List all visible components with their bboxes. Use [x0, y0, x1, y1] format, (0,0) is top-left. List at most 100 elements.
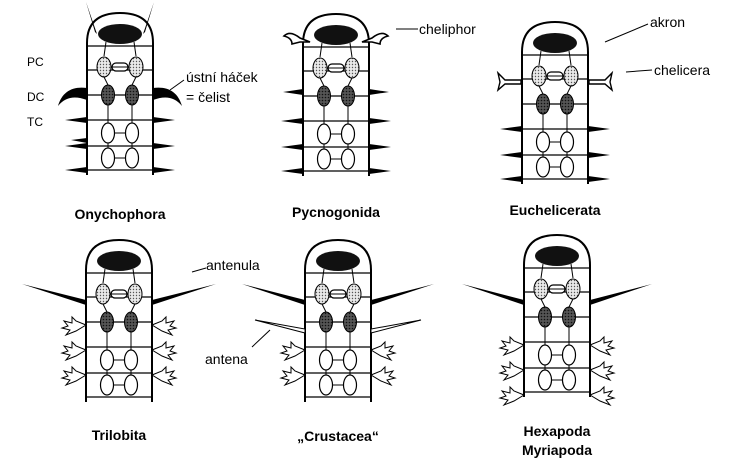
euchelicerata-connective: [538, 85, 544, 95]
crustacea-tritocerebrum-ganglion: [319, 311, 333, 333]
hexapoda-connective: [570, 263, 574, 279]
euchelicerata-tritocerebrum-ganglion: [536, 93, 550, 115]
crustacea-antenna-left: [254, 319, 306, 334]
trilobita-protocerebrum: [97, 251, 141, 271]
hexapoda-limb: [498, 385, 526, 407]
euchelicerata-leg: [500, 126, 522, 132]
crustacea-antenna-right: [370, 319, 422, 334]
euchelicerata-ventral-ganglion: [535, 131, 551, 153]
hexapoda-deutocerebrum-ganglion: [565, 278, 581, 300]
pycnogonida-connective: [349, 42, 353, 58]
pycnogonida-deutocerebrum-ganglion: [312, 57, 328, 79]
onychophora-deutocerebrum-ganglion: [96, 56, 112, 78]
pycnogonida-deutocerebrum-ganglion: [344, 57, 360, 79]
euchelicerata-connective: [566, 85, 572, 95]
hexapoda-ventral-ganglion: [561, 369, 577, 391]
crustacea-deutocerebrum-ganglion: [346, 283, 362, 305]
onychophora-connective: [103, 41, 107, 57]
onychophora-ventral-ganglion: [124, 147, 140, 169]
hexapoda-tritocerebrum-ganglion: [538, 306, 552, 328]
euchelicerata-leg: [500, 176, 522, 182]
euchelicerata-connective: [538, 50, 542, 66]
onychophora-protocerebrum: [98, 24, 142, 44]
pycnogonida-tritocerebrum-ganglion: [341, 85, 355, 107]
trilobita-figure: [22, 238, 216, 402]
hexapoda-connective: [540, 298, 546, 308]
trilobita-ventral-ganglion: [123, 349, 139, 371]
trilobita-connective: [130, 303, 136, 313]
euchelicerata-connective: [568, 50, 572, 66]
onychophora-tritocerebrum-ganglion: [125, 84, 139, 106]
onychophora-ventral-ganglion: [124, 122, 140, 144]
onychophora-leg: [153, 117, 175, 123]
trilobita-limb: [150, 365, 178, 387]
crustacea-ventral-ganglion: [318, 349, 334, 371]
hexapoda-limb: [498, 335, 526, 357]
trilobita-antenna-left: [22, 284, 86, 305]
pycnogonida-leg: [369, 168, 391, 174]
pycnogonida-connective: [319, 42, 323, 58]
trilobita-tritocerebrum-ganglion: [100, 311, 114, 333]
crustacea-ventral-ganglion: [342, 374, 358, 396]
pycnogonida-figure: [281, 12, 391, 176]
onychophora-leg: [153, 167, 175, 173]
euchelicerata-leg: [588, 126, 610, 132]
taxon-crustacea: „Crustacea“: [297, 428, 379, 444]
segment-label-tc: TC: [27, 115, 43, 129]
onychophora-leg: [65, 143, 87, 149]
trilobita-connective: [132, 268, 136, 284]
crustacea-tritocerebrum-ganglion: [343, 311, 357, 333]
akron-leader: [604, 23, 649, 43]
crustacea-ventral-ganglion: [318, 374, 334, 396]
euchelicerata-chelicera-right: [588, 70, 614, 92]
crustacea-limb: [369, 365, 397, 387]
hexapoda-limb: [588, 385, 616, 407]
crustacea-figure: [242, 238, 434, 402]
segment-label-pc: PC: [27, 55, 44, 69]
pycnogonida-protocerebrum: [314, 25, 358, 45]
crustacea-antennula-right: [371, 284, 434, 305]
onychophora-ventral-ganglion: [100, 122, 116, 144]
pycnogonida-ventral-ganglion: [340, 148, 356, 170]
pycnogonida-cheliphor-right: [361, 32, 390, 46]
pycnogonida-leg: [281, 144, 303, 150]
trilobita-limb: [60, 315, 88, 337]
onychophora-ventral-ganglion: [100, 147, 116, 169]
onychophora-figure: [58, 2, 182, 175]
mouth-hook-label: ústní háček: [186, 69, 259, 85]
onychophora-leg: [65, 167, 87, 173]
euchelicerata-leg: [500, 152, 522, 158]
trilobita-connective: [102, 303, 108, 313]
hexapoda-figure: [462, 233, 652, 407]
pycnogonida-leg: [281, 168, 303, 174]
taxon-onychophora: Onychophora: [74, 206, 165, 222]
jaw-label: = čelist: [186, 89, 230, 105]
hexapoda-limb: [498, 360, 526, 382]
trilobita-ventral-ganglion: [99, 374, 115, 396]
pycnogonida-leg: [369, 118, 391, 124]
pycnogonida-palp: [283, 89, 303, 95]
onychophora-connective: [131, 76, 137, 86]
trilobita-antenna-right: [152, 284, 216, 305]
taxon-pycnogonida: Pycnogonida: [292, 204, 380, 220]
onychophora-antenna-left: [86, 2, 97, 34]
hexapoda-protocerebrum: [535, 246, 579, 266]
pycnogonida-ventral-ganglion: [316, 123, 332, 145]
crustacea-antennula-left: [242, 284, 305, 305]
hexapoda-antenna-left: [462, 284, 524, 305]
onychophora-tritocerebrum-ganglion: [101, 84, 115, 106]
onychophora-leg: [71, 138, 87, 143]
taxon-trilobita: Trilobita: [92, 427, 147, 443]
trilobita-limb: [60, 340, 88, 362]
euchelicerata-deutocerebrum-ganglion: [531, 65, 547, 87]
taxon-euchelicerata: Euchelicerata: [509, 202, 600, 218]
mouth-hook-leader: [169, 79, 185, 91]
onychophora-leg: [153, 143, 175, 149]
euchelicerata-leg: [588, 176, 610, 182]
pycnogonida-connective: [347, 77, 353, 87]
antena-label: antena: [205, 351, 248, 367]
taxon-hexapoda: Hexapoda: [524, 423, 591, 439]
trilobita-deutocerebrum-ganglion: [95, 283, 111, 305]
